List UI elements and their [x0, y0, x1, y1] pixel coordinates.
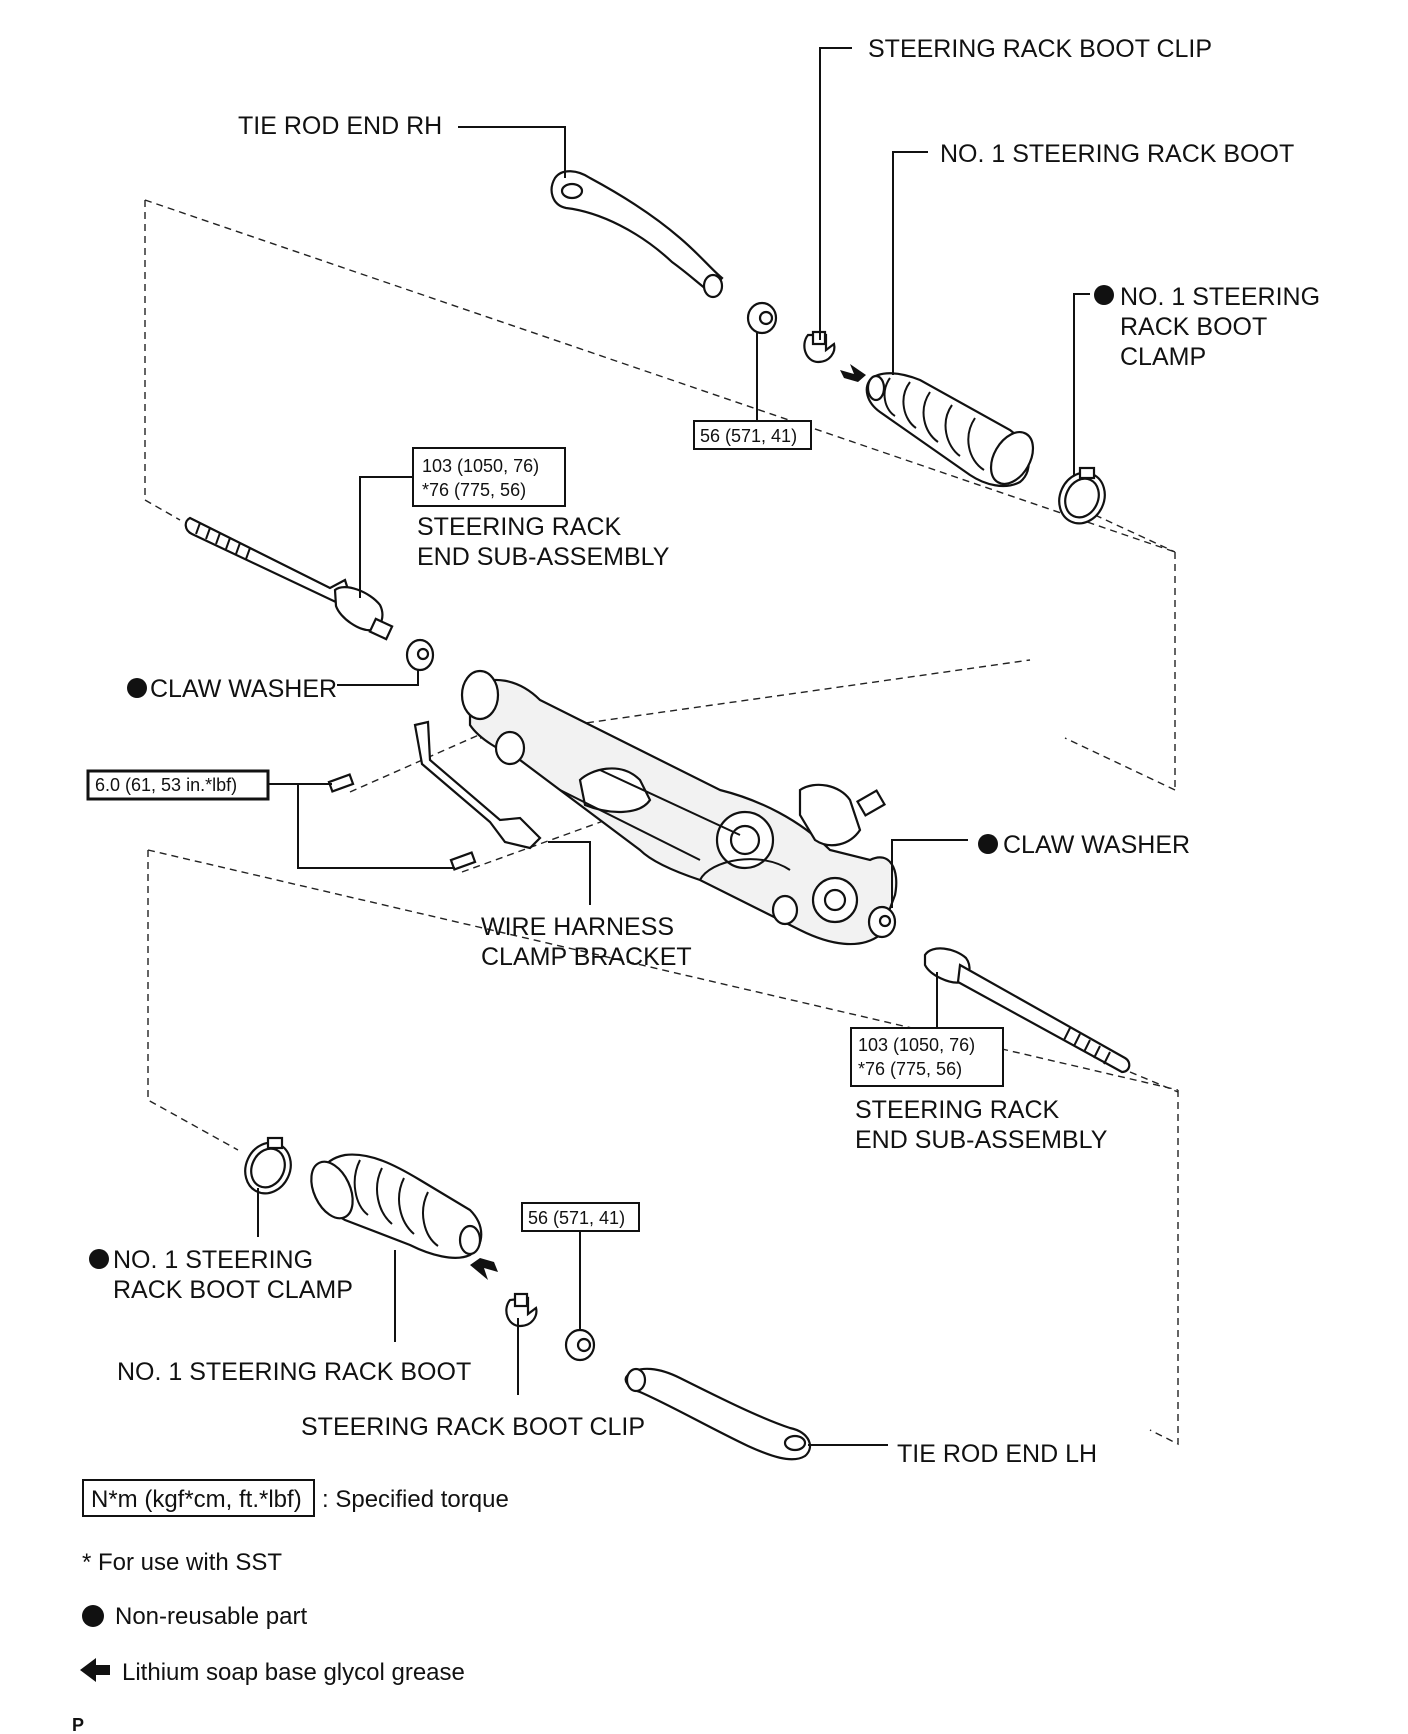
torque-box-rack-end-left — [412, 447, 566, 507]
non-reusable-dot-icon — [978, 834, 998, 854]
legend-torque-box — [82, 1479, 315, 1517]
torque-rack-end-left-b: *76 (775, 56) — [422, 480, 526, 500]
claw-washer-right-part — [867, 905, 897, 939]
torque-rack-end-right-a: 103 (1050, 76) — [858, 1035, 975, 1055]
legend: N*m (kgf*cm, ft.*lbf) : Specified torque… — [80, 1479, 509, 1686]
boot-clamp-lh-part — [244, 1136, 292, 1195]
label-boot-clamp-rh-3: CLAMP — [1120, 343, 1206, 371]
non-reusable-dot-icon — [127, 678, 147, 698]
nut-lh-part — [564, 1328, 596, 1362]
nut-rh-part — [746, 301, 778, 335]
grease-arrow-lh-icon — [470, 1258, 498, 1280]
bolts-part — [327, 773, 477, 871]
legend-torque-desc: : Specified torque — [322, 1486, 509, 1513]
label-rack-end-left-a: STEERING RACK — [417, 513, 622, 541]
legend-non-reusable: Non-reusable part — [115, 1603, 307, 1630]
rack-end-left-part — [184, 516, 394, 641]
label-boot-clamp-lh-2: RACK BOOT CLAMP — [113, 1276, 353, 1304]
label-claw-washer-left: CLAW WASHER — [150, 675, 337, 703]
torque-bolt: 6.0 (61, 53 in.*lbf) — [95, 775, 237, 795]
boot-clip-lh-part — [505, 1292, 538, 1328]
label-boot-clamp-lh-1: NO. 1 STEERING — [113, 1246, 313, 1274]
label-claw-washer-right: CLAW WASHER — [1003, 831, 1190, 859]
legend-grease: Lithium soap base glycol grease — [122, 1659, 465, 1686]
label-boot-clip-lh: STEERING RACK BOOT CLIP — [301, 1413, 645, 1441]
torque-nut-lh: 56 (571, 41) — [528, 1208, 625, 1228]
label-boot-clip-rh: STEERING RACK BOOT CLIP — [868, 35, 1212, 63]
steering-rack-boot-rh-part — [865, 372, 1035, 488]
non-reusable-dot-icon — [1094, 285, 1114, 305]
legend-sst-note: * For use with SST — [82, 1549, 282, 1576]
steering-rack-boot-lh-part — [310, 1153, 483, 1259]
torque-rack-end-left-a: 103 (1050, 76) — [422, 456, 539, 476]
torque-box-nut-rh — [693, 420, 812, 450]
boot-clamp-rh-part — [1058, 466, 1106, 525]
rack-end-right-part — [923, 947, 1131, 1074]
label-tie-rod-end-rh: TIE ROD END RH — [238, 112, 442, 140]
torque-rack-end-right-b: *76 (775, 56) — [858, 1059, 962, 1079]
claw-washer-left-part — [405, 638, 435, 672]
label-boot-clamp-rh-1: NO. 1 STEERING — [1120, 283, 1320, 311]
steering-rack-housing-part — [460, 669, 898, 946]
torque-nut-rh: 56 (571, 41) — [700, 426, 797, 446]
legend-non-reusable-dot-icon — [82, 1605, 104, 1627]
grease-arrow-rh-icon — [840, 364, 866, 382]
label-wire-harness-1: WIRE HARNESS — [481, 913, 674, 941]
label-wire-harness-2: CLAMP BRACKET — [481, 943, 692, 971]
tie-rod-end-lh-part — [624, 1367, 812, 1461]
legend-torque-unit: N*m (kgf*cm, ft.*lbf) — [91, 1486, 302, 1513]
label-rack-end-right-a: STEERING RACK — [855, 1096, 1060, 1124]
legend-grease-arrow-icon — [80, 1658, 110, 1682]
label-rack-end-left-b: END SUB-ASSEMBLY — [417, 543, 670, 571]
non-reusable-dot-icon — [89, 1249, 109, 1269]
label-rack-end-right-b: END SUB-ASSEMBLY — [855, 1126, 1108, 1154]
leader-lines — [257, 47, 1090, 1446]
label-no1-boot-rh: NO. 1 STEERING RACK BOOT — [940, 140, 1294, 168]
torque-box-rack-end-right — [850, 1027, 1004, 1087]
torque-box-nut-lh — [521, 1202, 640, 1232]
assembly-guide-lines — [144, 199, 1179, 1446]
torque-box-bolt — [86, 769, 270, 801]
label-boot-clamp-rh-2: RACK BOOT — [1120, 313, 1267, 341]
corner-mark: P — [72, 1715, 84, 1734]
label-no1-boot-lh: NO. 1 STEERING RACK BOOT — [117, 1358, 471, 1386]
wire-harness-clamp-bracket-part — [413, 720, 542, 850]
tie-rod-end-rh-part — [550, 170, 724, 299]
label-tie-rod-end-lh: TIE ROD END LH — [897, 1440, 1097, 1468]
